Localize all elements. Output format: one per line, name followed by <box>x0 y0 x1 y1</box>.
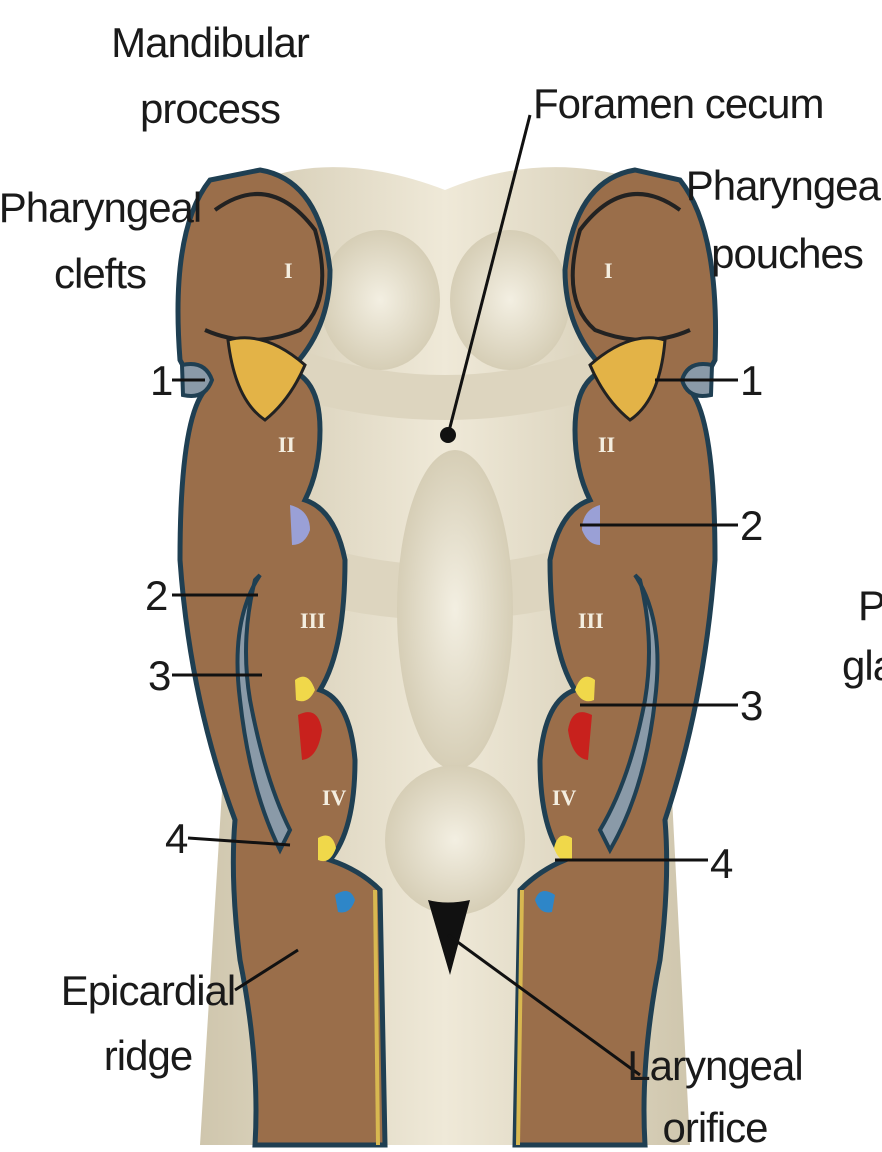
copula-bulge <box>397 450 513 770</box>
pouch-number-4: 4 <box>710 840 733 887</box>
laryngeal-orifice-label-line1: Laryngeal <box>627 1042 802 1089</box>
epicardial-ridge-label-line2: ridge <box>104 1032 192 1079</box>
cleft-number-1: 1 <box>150 357 172 404</box>
cut-off-label-line2: gla <box>842 642 882 689</box>
pharyngeal-clefts-label-line1: Pharyngeal <box>0 184 201 231</box>
epicardial-ridge-label-line1: Epicardial <box>61 967 235 1014</box>
right-numeral-I: I <box>604 258 613 283</box>
right-numeral-IV: IV <box>552 785 577 810</box>
right-numeral-II: II <box>598 432 615 457</box>
cleft-number-2: 2 <box>145 572 167 619</box>
left-numeral-I: I <box>284 258 293 283</box>
tongue-bulge-upper-right <box>450 230 570 370</box>
left-numeral-IV: IV <box>322 785 347 810</box>
laryngeal-orifice-label-line2: orifice <box>662 1104 767 1151</box>
left-numeral-II: II <box>278 432 295 457</box>
pharyngeal-clefts-label-line2: clefts <box>54 250 146 297</box>
pouch-number-3: 3 <box>740 682 762 729</box>
foramen-cecum-label: Foramen cecum <box>533 80 823 127</box>
epiglottal-swelling <box>385 765 525 915</box>
mandibular-process-label-line1: Mandibular <box>111 19 310 66</box>
pharyngeal-pouches-label-line1: Pharyngeal <box>686 162 882 209</box>
cleft-number-3: 3 <box>148 652 170 699</box>
left-numeral-III: III <box>300 608 326 633</box>
cleft-number-4: 4 <box>165 815 188 862</box>
cut-off-label-line1: P <box>858 582 882 629</box>
pharyngeal-pouches-label-line2: pouches <box>711 230 863 277</box>
right-numeral-III: III <box>578 608 604 633</box>
pouch-number-2: 2 <box>740 502 762 549</box>
pouch-number-1: 1 <box>740 357 762 404</box>
mandibular-process-label-line2: process <box>140 85 280 132</box>
tongue-bulge-upper <box>320 230 440 370</box>
